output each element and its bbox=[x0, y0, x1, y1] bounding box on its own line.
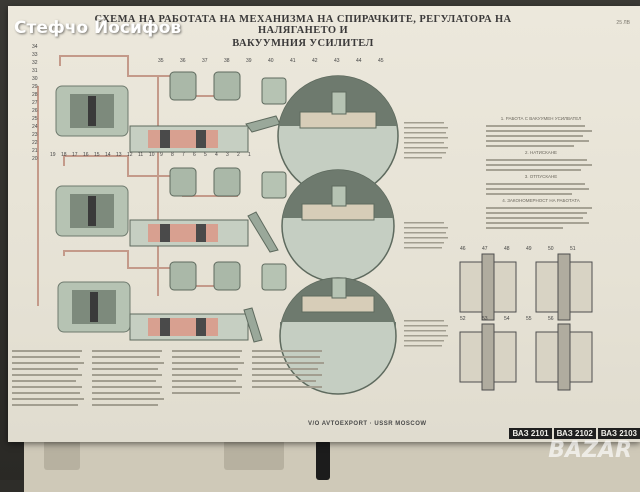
callout-number: 16 bbox=[83, 152, 89, 158]
poster-code: 25 ЛВ bbox=[616, 20, 630, 26]
callout-number: 24 bbox=[32, 124, 38, 130]
callout-number: 43 bbox=[334, 58, 340, 64]
callout-number: 17 bbox=[72, 152, 78, 158]
callout-number: 49 bbox=[526, 246, 532, 252]
callout-number: 52 bbox=[460, 316, 466, 322]
callout-number: 4 bbox=[215, 152, 218, 158]
callout-number: 2 bbox=[237, 152, 240, 158]
callout-number: 26 bbox=[32, 108, 38, 114]
callout-number: 31 bbox=[32, 68, 38, 74]
callout-number: 35 bbox=[158, 58, 164, 64]
callout-number: 36 bbox=[180, 58, 186, 64]
right-text-column: 1. РАБОТА С ВАКУУМЕН УСИЛВАТЕЛ 2. НАТИСК… bbox=[486, 116, 596, 232]
callout-number: 3 bbox=[226, 152, 229, 158]
poster-sheet: СХЕМА НА РАБОТАТА НА МЕХАНИЗМА НА СПИРАЧ… bbox=[8, 6, 640, 442]
callout-number: 21 bbox=[32, 148, 38, 154]
section-heading-2: 2. НАТИСКАНЕ bbox=[524, 150, 557, 155]
callout-number: 42 bbox=[312, 58, 318, 64]
master-cylinder-1 bbox=[129, 125, 249, 153]
callout-number: 15 bbox=[94, 152, 100, 158]
callout-number: 18 bbox=[61, 152, 67, 158]
callout-number: 10 bbox=[149, 152, 155, 158]
model-badges: ВАЗ 2101 ВАЗ 2102 ВАЗ 2103 bbox=[507, 428, 640, 439]
booster-section-drawings bbox=[459, 253, 593, 391]
callout-number: 50 bbox=[548, 246, 554, 252]
caliper-3 bbox=[57, 281, 131, 333]
vacuum-booster-3 bbox=[279, 277, 397, 395]
callout-number: 54 bbox=[504, 316, 510, 322]
master-cylinder-3 bbox=[129, 313, 249, 341]
callout-number: 51 bbox=[570, 246, 576, 252]
poster-clip bbox=[316, 440, 330, 480]
callout-number: 41 bbox=[290, 58, 296, 64]
callout-number: 20 bbox=[32, 156, 38, 162]
model-badge: ВАЗ 2103 bbox=[597, 428, 640, 439]
callout-number: 13 bbox=[116, 152, 122, 158]
callout-number: 55 bbox=[526, 316, 532, 322]
callout-number: 14 bbox=[105, 152, 111, 158]
callout-number: 19 bbox=[50, 152, 56, 158]
master-cylinder-2 bbox=[129, 219, 249, 247]
brake-pedals bbox=[243, 115, 281, 343]
callout-number: 1 bbox=[248, 152, 251, 158]
callout-number: 9 bbox=[160, 152, 163, 158]
callout-number: 22 bbox=[32, 140, 38, 146]
callout-number: 25 bbox=[32, 116, 38, 122]
legend-table bbox=[12, 350, 324, 406]
seller-watermark: Стефчо Йосифов bbox=[14, 18, 182, 38]
callout-number: 38 bbox=[224, 58, 230, 64]
section-heading-4: 4. ЗАКОНОМЕРНОСТ НА РАБОТАТА bbox=[502, 198, 580, 203]
poster-title: СХЕМА НА РАБОТАТА НА МЕХАНИЗМА НА СПИРАЧ… bbox=[94, 14, 512, 36]
callout-number: 32 bbox=[32, 60, 38, 66]
callout-number: 56 bbox=[548, 316, 554, 322]
section-heading-3: 3. ОТПУСКАНЕ bbox=[524, 174, 558, 179]
annotation-blocks bbox=[404, 122, 448, 347]
callout-number: 7 bbox=[182, 152, 185, 158]
callout-number: 44 bbox=[356, 58, 362, 64]
callout-number: 5 bbox=[204, 152, 207, 158]
vacuum-booster-1 bbox=[277, 75, 399, 197]
callout-number: 40 bbox=[268, 58, 274, 64]
section-heading-1: 1. РАБОТА С ВАКУУМЕН УСИЛВАТЕЛ bbox=[500, 116, 582, 121]
callout-number: 53 bbox=[482, 316, 488, 322]
callout-number: 6 bbox=[193, 152, 196, 158]
callout-number: 45 bbox=[378, 58, 384, 64]
callout-number: 39 bbox=[246, 58, 252, 64]
model-badge: ВАЗ 2101 bbox=[509, 428, 552, 439]
callout-number: 11 bbox=[138, 152, 143, 158]
publisher-mark: V/O AVTOEXPORT · USSR MOSCOW bbox=[308, 421, 427, 427]
poster-subtitle: ВАКУУМНИЯ УСИЛИТЕЛ bbox=[232, 38, 374, 49]
callout-number: 28 bbox=[32, 92, 38, 98]
callout-number: 46 bbox=[460, 246, 466, 252]
callout-number: 27 bbox=[32, 100, 38, 106]
callout-number: 29 bbox=[32, 84, 38, 90]
callout-number: 23 bbox=[32, 132, 38, 138]
model-badge: ВАЗ 2102 bbox=[553, 428, 596, 439]
caliper-2 bbox=[55, 185, 129, 237]
callout-number: 12 bbox=[127, 152, 133, 158]
callout-number: 34 bbox=[32, 44, 38, 50]
callout-number: 33 bbox=[32, 52, 38, 58]
caliper-1 bbox=[55, 85, 129, 137]
callout-number: 30 bbox=[32, 76, 38, 82]
callout-number: 8 bbox=[171, 152, 174, 158]
callout-number: 37 bbox=[202, 58, 208, 64]
callout-number: 48 bbox=[504, 246, 510, 252]
vacuum-booster-2 bbox=[281, 169, 395, 283]
callout-number: 47 bbox=[482, 246, 488, 252]
bazar-logo: BAZAR bbox=[548, 438, 632, 463]
brake-diagram: 3433323130292827262524232221201918171615… bbox=[12, 44, 593, 406]
